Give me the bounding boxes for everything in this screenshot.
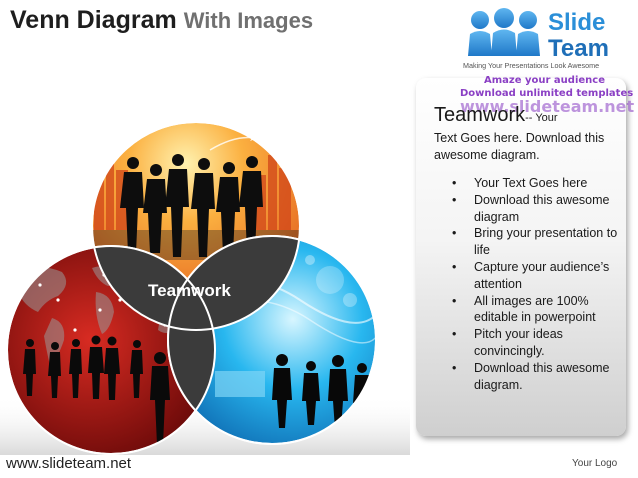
promo-line-2: Download unlimited templates [460, 88, 634, 99]
panel-heading: Teamwork-- Your [434, 104, 558, 127]
list-item: Download this awesome diagram. [450, 360, 620, 394]
slideteam-logo: Slide Team Making Your Presentations Loo… [463, 8, 609, 70]
list-item: Your Text Goes here [450, 175, 620, 192]
venn-center-label: Teamwork [148, 281, 231, 300]
business-team-icon [120, 154, 263, 257]
people-icon [468, 8, 540, 56]
panel-intro: Text Goes here. Download this awesome di… [434, 131, 605, 162]
people-handshake-icon [23, 335, 170, 445]
promo-line-1: Amaze your audience [484, 75, 605, 86]
footer-url[interactable]: www.slideteam.net [6, 455, 132, 472]
panel-heading-main: Teamwork [434, 104, 526, 126]
list-item: Bring your presentation to life [450, 225, 620, 259]
list-item: Capture your audience’s attention [450, 259, 620, 293]
abstract-waves-icon [174, 255, 376, 397]
panel-heading-suffix: -- Your [525, 112, 558, 124]
bullet-list: Your Text Goes here Download this awesom… [450, 175, 620, 393]
title-bold: Venn Diagram [10, 6, 177, 34]
list-item: Download this awesome diagram [450, 192, 620, 226]
brand-tagline: Making Your Presentations Look Awesome [463, 61, 599, 70]
title-subtitle: With Images [183, 8, 314, 33]
footer-logo-placeholder: Your Logo [572, 458, 618, 469]
page-title: Venn Diagram With Images [10, 6, 313, 35]
list-item: Pitch your ideas convincingly. [450, 326, 620, 360]
brand-line2: Team [548, 35, 609, 62]
venn-overlap [92, 236, 300, 444]
watermark-url: www.slideteam.net [460, 97, 635, 116]
list-item: All images are 100% editable in powerpoi… [450, 293, 620, 327]
brand-line1: Slide [548, 9, 605, 36]
